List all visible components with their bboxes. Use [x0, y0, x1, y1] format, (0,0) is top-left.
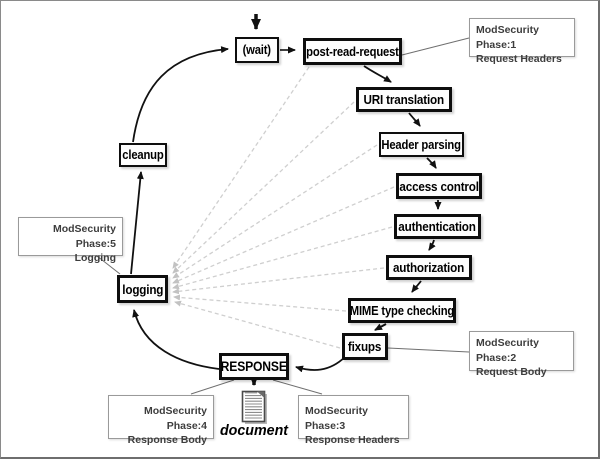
- phase2-subtitle: Request Body: [476, 366, 547, 379]
- node-cleanup-label: cleanup: [122, 148, 164, 162]
- node-response: RESPONSE: [219, 353, 289, 380]
- node-logging: logging: [117, 275, 168, 303]
- phase5-subtitle: Logging: [74, 252, 116, 265]
- annotation-connector-lines: [96, 37, 470, 395]
- node-post-read-request: post-read-request: [303, 38, 402, 65]
- node-authentication-label: authentication: [398, 219, 477, 234]
- node-uri-translation: URI translation: [356, 87, 452, 112]
- node-header-parsing-label: Header parsing: [381, 137, 462, 152]
- node-wait: (wait): [235, 37, 279, 63]
- phase5-title: ModSecurity Phase:5: [52, 223, 116, 250]
- phase4-subtitle: Response Body: [127, 434, 207, 447]
- node-cleanup: cleanup: [119, 143, 167, 167]
- phase1-title: ModSecurity Phase:1: [476, 24, 540, 51]
- annotation-phase3: ModSecurity Phase:3 Response Headers: [298, 395, 409, 446]
- node-fixups: fixups: [342, 333, 388, 360]
- node-post-read-request-label: post-read-request: [306, 44, 399, 59]
- annotation-phase1: ModSecurity Phase:1 Request Headers: [469, 18, 575, 65]
- node-mime-type-checking: MIME type checking: [348, 298, 456, 323]
- node-header-parsing: Header parsing: [379, 132, 464, 157]
- phase3-title: ModSecurity Phase:3: [305, 405, 369, 432]
- node-fixups-label: fixups: [348, 339, 382, 354]
- document-label: document: [219, 422, 289, 439]
- document-icon: [241, 390, 267, 424]
- dashed-logging-lines: [172, 66, 395, 349]
- annotation-phase5: ModSecurity Phase:5 Logging: [18, 217, 123, 264]
- node-logging-label: logging: [122, 281, 163, 297]
- node-uri-translation-label: URI translation: [363, 92, 445, 107]
- annotation-phase4: ModSecurity Phase:4 Response Body: [108, 395, 214, 446]
- node-response-label: RESPONSE: [220, 359, 288, 374]
- node-mime-type-checking-label: MIME type checking: [349, 303, 455, 318]
- node-authorization: authorization: [386, 255, 472, 280]
- flow-arrows: [130, 14, 442, 386]
- node-authorization-label: authorization: [393, 260, 465, 275]
- annotation-phase2: ModSecurity Phase:2 Request Body: [469, 331, 574, 378]
- phase1-subtitle: Request Headers: [476, 53, 562, 66]
- node-access-control: access control: [396, 173, 482, 199]
- node-access-control-label: access control: [399, 178, 479, 194]
- node-authentication: authentication: [394, 214, 481, 239]
- node-wait-label: (wait): [242, 43, 272, 57]
- phase3-subtitle: Response Headers: [305, 434, 400, 447]
- phase2-title: ModSecurity Phase:2: [476, 337, 540, 364]
- phase4-title: ModSecurity Phase:4: [143, 405, 207, 432]
